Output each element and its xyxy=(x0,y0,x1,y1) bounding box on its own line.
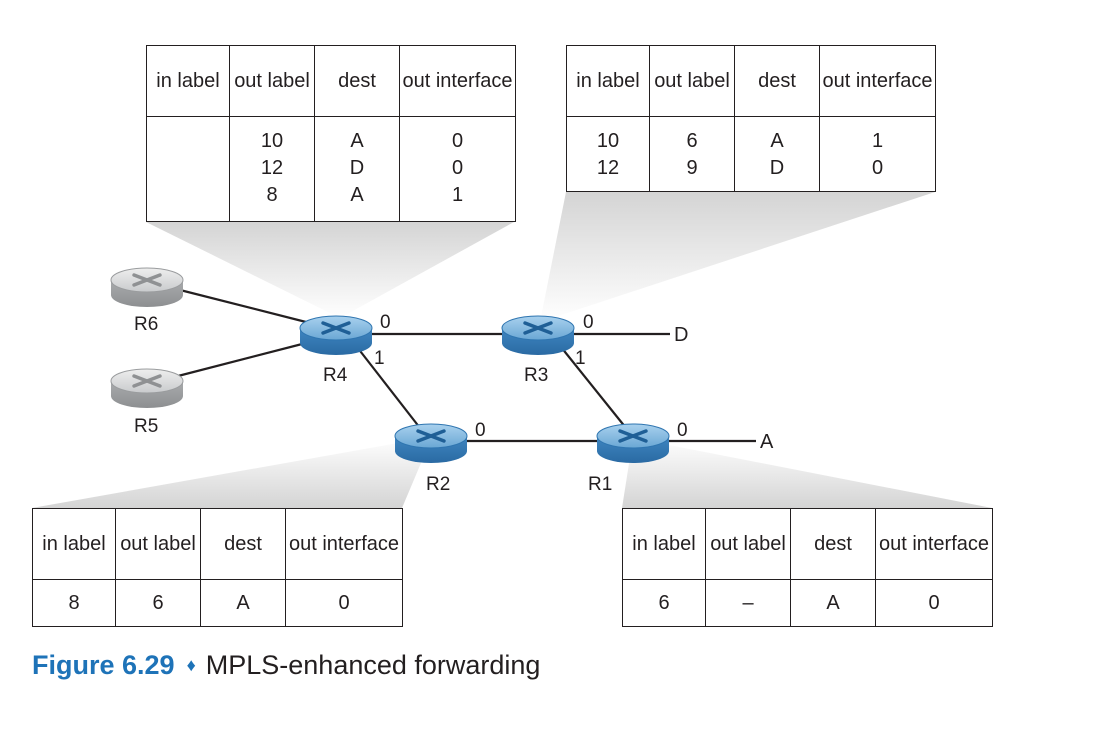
port-label-r2-0: 0 xyxy=(475,420,486,441)
figure-title: MPLS-enhanced forwarding xyxy=(205,650,541,680)
figure-number: Figure 6.29 xyxy=(32,650,175,680)
beam-r4 xyxy=(146,222,514,318)
header-dest: dest xyxy=(200,508,286,580)
router-label-r2: R2 xyxy=(426,474,451,495)
router-label-r5: R5 xyxy=(134,416,159,437)
router-r5-icon xyxy=(110,368,184,408)
port-label-r4-1: 1 xyxy=(374,348,385,369)
col-in-label: 8 xyxy=(32,579,116,627)
col-out-interface: 1 0 xyxy=(819,116,936,192)
router-label-r1: R1 xyxy=(588,474,613,495)
router-r4-icon xyxy=(299,315,373,355)
col-out-interface: 0 xyxy=(875,579,993,627)
header-out-interface: out interface xyxy=(285,508,403,580)
header-in-label: in label xyxy=(622,508,706,580)
header-in-label: in label xyxy=(32,508,116,580)
header-dest: dest xyxy=(790,508,876,580)
header-out-label: out label xyxy=(705,508,791,580)
router-r6-icon xyxy=(110,267,184,307)
forwarding-table-r2: in label out label dest out interface 8 … xyxy=(32,508,403,627)
col-out-label: – xyxy=(705,579,791,627)
header-dest: dest xyxy=(314,45,400,117)
header-in-label: in label xyxy=(566,45,650,117)
router-label-r3: R3 xyxy=(524,365,549,386)
col-dest: A D A xyxy=(314,116,400,222)
col-dest: A xyxy=(790,579,876,627)
port-label-r4-0: 0 xyxy=(380,312,391,333)
header-in-label: in label xyxy=(146,45,230,117)
forwarding-table-r4: in label out label dest out interface 10… xyxy=(146,45,516,222)
beam-r1 xyxy=(622,438,992,508)
header-out-label: out label xyxy=(229,45,315,117)
port-label-r1-0: 0 xyxy=(677,420,688,441)
beam-r2 xyxy=(32,437,432,508)
header-out-interface: out interface xyxy=(399,45,516,117)
header-out-label: out label xyxy=(649,45,735,117)
port-label-r3-0: 0 xyxy=(583,312,594,333)
link-r6-r4 xyxy=(179,288,307,324)
beam-r3 xyxy=(540,192,935,322)
caption-separator-icon: ♦ xyxy=(186,655,196,675)
destination-label-d: D xyxy=(674,324,689,346)
router-label-r6: R6 xyxy=(134,314,159,335)
col-dest: A xyxy=(200,579,286,627)
col-out-label: 6 9 xyxy=(649,116,735,192)
col-in-label: 10 12 xyxy=(566,116,650,192)
header-out-interface: out interface xyxy=(819,45,936,117)
link-r5-r4 xyxy=(177,341,307,378)
router-r3-icon xyxy=(501,315,575,355)
router-r2-icon xyxy=(394,423,468,463)
header-out-interface: out interface xyxy=(875,508,993,580)
col-in-label xyxy=(146,116,230,222)
link-r3-r1 xyxy=(560,346,627,429)
header-out-label: out label xyxy=(115,508,201,580)
figure-caption: Figure 6.29 ♦ MPLS-enhanced forwarding xyxy=(32,650,540,681)
col-in-label: 6 xyxy=(622,579,706,627)
port-label-r3-1: 1 xyxy=(575,348,586,369)
col-dest: A D xyxy=(734,116,820,192)
link-r4-r2 xyxy=(356,346,421,429)
destination-label-a: A xyxy=(760,431,774,453)
forwarding-table-r3: in label out label dest out interface 10… xyxy=(566,45,936,192)
router-r1-icon xyxy=(596,423,670,463)
col-out-interface: 0 xyxy=(285,579,403,627)
col-out-interface: 0 0 1 xyxy=(399,116,516,222)
forwarding-table-r1: in label out label dest out interface 6 … xyxy=(622,508,993,627)
col-out-label: 6 xyxy=(115,579,201,627)
router-label-r4: R4 xyxy=(323,365,348,386)
header-dest: dest xyxy=(734,45,820,117)
col-out-label: 10 12 8 xyxy=(229,116,315,222)
